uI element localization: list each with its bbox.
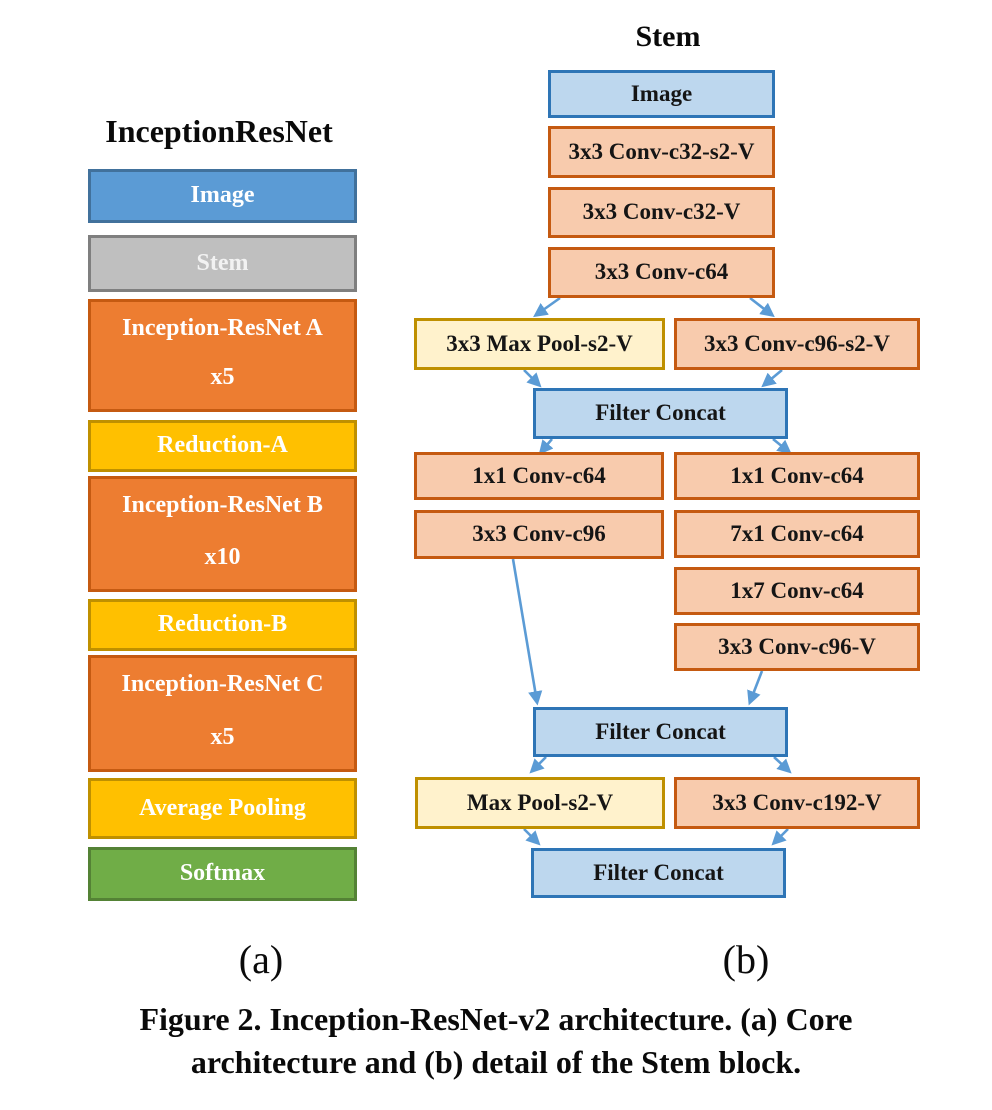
block-label: 3x3 Max Pool-s2-V bbox=[446, 330, 633, 356]
figure-caption: Figure 2. Inception-ResNet-v2 architectu… bbox=[0, 998, 992, 1084]
conv-3x3-c96-s2-v-block: 3x3 Conv-c96-s2-V bbox=[674, 318, 920, 370]
conv-3x3-c192-v-block: 3x3 Conv-c192-V bbox=[674, 777, 920, 829]
block-label: Inception-ResNet C bbox=[121, 671, 324, 697]
left-panel-title: InceptionResNet bbox=[105, 113, 333, 149]
arrow-line bbox=[538, 438, 554, 455]
left-block-inception-resnet-a: Inception-ResNet A x5 bbox=[88, 299, 357, 412]
filter-concat-3-block: Filter Concat bbox=[531, 848, 786, 898]
left-block-average-pooling: Average Pooling bbox=[88, 778, 357, 839]
conv-3x3-c96-v-block: 3x3 Conv-c96-V bbox=[674, 623, 920, 671]
panel-label-a: (a) bbox=[238, 937, 284, 982]
block-label: Reduction-A bbox=[157, 432, 288, 459]
stem-image-block: Image bbox=[548, 70, 775, 118]
block-multiplier: x5 bbox=[210, 723, 235, 750]
block-label: 3x3 Conv-c96 bbox=[472, 521, 606, 547]
arrow-line bbox=[511, 558, 543, 706]
block-label: Softmax bbox=[179, 860, 266, 887]
block-label: 3x3 Conv-c192-V bbox=[712, 789, 882, 815]
block-label: 1x1 Conv-c64 bbox=[472, 462, 606, 488]
left-block-stem: Stem bbox=[88, 235, 357, 292]
left-block-image: Image bbox=[88, 169, 357, 223]
right-panel-title: Stem bbox=[635, 20, 701, 53]
block-label: Max Pool-s2-V bbox=[466, 789, 614, 815]
block-label: 7x1 Conv-c64 bbox=[730, 520, 864, 546]
conv-3x3-c32-v-block: 3x3 Conv-c32-V bbox=[548, 187, 775, 238]
filter-concat-1-block: Filter Concat bbox=[533, 388, 788, 439]
block-label: 1x1 Conv-c64 bbox=[730, 462, 864, 488]
conv-1x7-c64-block: 1x7 Conv-c64 bbox=[674, 567, 920, 615]
left-block-reduction-b: Reduction-B bbox=[88, 599, 357, 651]
arrow-line bbox=[529, 756, 547, 774]
arrow-line bbox=[747, 670, 764, 706]
arrow-line bbox=[761, 369, 783, 388]
arrow-line bbox=[773, 756, 792, 774]
left-block-inception-resnet-c: Inception-ResNet C x5 bbox=[88, 655, 357, 772]
conv-3x3-c96-block: 3x3 Conv-c96 bbox=[414, 510, 664, 559]
block-label: Filter Concat bbox=[593, 859, 724, 885]
block-label: Inception-ResNet A bbox=[122, 315, 323, 341]
block-multiplier: x10 bbox=[204, 543, 241, 570]
conv-7x1-c64-block: 7x1 Conv-c64 bbox=[674, 510, 920, 558]
block-label: 3x3 Conv-c96-s2-V bbox=[704, 330, 890, 356]
left-block-softmax: Softmax bbox=[88, 847, 357, 901]
arrow-line bbox=[772, 437, 792, 455]
block-label: Stem bbox=[196, 249, 249, 276]
block-label: Filter Concat bbox=[595, 718, 726, 744]
conv-1x1-c64-right-block: 1x1 Conv-c64 bbox=[674, 452, 920, 500]
left-block-inception-resnet-b: Inception-ResNet B x10 bbox=[88, 476, 357, 592]
block-multiplier: x5 bbox=[210, 363, 235, 390]
left-block-reduction-a: Reduction-A bbox=[88, 420, 357, 472]
panel-label-b: (b) bbox=[722, 937, 770, 982]
filter-concat-2-block: Filter Concat bbox=[533, 707, 788, 757]
max-pool-3x3-s2-v-block: 3x3 Max Pool-s2-V bbox=[414, 318, 665, 370]
block-label: Image bbox=[630, 80, 693, 106]
caption-line-2: architecture and (b) detail of the Stem … bbox=[190, 1044, 802, 1080]
max-pool-s2-v-block: Max Pool-s2-V bbox=[415, 777, 665, 829]
block-label: 1x7 Conv-c64 bbox=[730, 577, 864, 603]
caption-line-1: Figure 2. Inception-ResNet-v2 architectu… bbox=[139, 1001, 853, 1037]
arrow-line bbox=[771, 828, 789, 846]
block-label: Average Pooling bbox=[139, 794, 306, 821]
conv-3x3-c32-s2-v-block: 3x3 Conv-c32-s2-V bbox=[548, 126, 775, 178]
conv-3x3-c64-block: 3x3 Conv-c64 bbox=[548, 247, 775, 298]
conv-1x1-c64-left-block: 1x1 Conv-c64 bbox=[414, 452, 664, 500]
arrow-line bbox=[749, 296, 775, 318]
arrow-line bbox=[523, 369, 542, 388]
block-label: 3x3 Conv-c96-V bbox=[718, 633, 876, 659]
block-label: Image bbox=[190, 182, 255, 209]
block-label: 3x3 Conv-c64 bbox=[594, 259, 729, 285]
block-label: 3x3 Conv-c32-s2-V bbox=[568, 138, 755, 164]
block-label: Filter Concat bbox=[595, 400, 726, 426]
arrow-line bbox=[533, 296, 561, 318]
block-label: Reduction-B bbox=[157, 611, 288, 638]
block-label: Inception-ResNet B bbox=[122, 492, 323, 518]
arrow-line bbox=[523, 828, 541, 846]
block-label: 3x3 Conv-c32-V bbox=[582, 199, 741, 225]
